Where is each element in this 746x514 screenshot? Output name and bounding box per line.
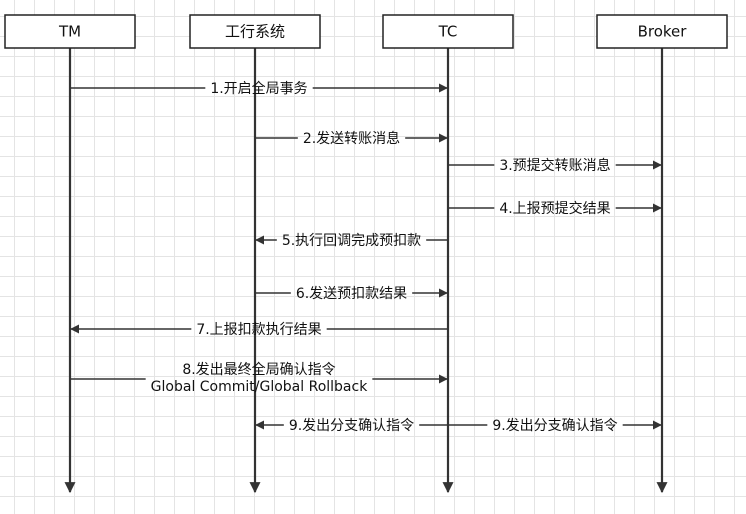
- message-3: 3.预提交转账消息: [448, 157, 662, 174]
- message-label: 7.上报扣款执行结果: [196, 322, 321, 338]
- participants: TM 工行系统 TC Broker: [4, 14, 728, 49]
- message-1: 1.开启全局事务: [70, 80, 448, 97]
- participant-label: TM: [58, 23, 81, 41]
- participant-tc[interactable]: TC: [382, 14, 514, 49]
- lifelines: [64, 48, 668, 494]
- messages: 1.开启全局事务 2.发送转账消息 3.预提交转账消息 4.上报预提交结果 5.执行回调…: [70, 80, 662, 434]
- message-label: 6.发送预扣款结果: [296, 286, 407, 302]
- message-label: 1.开启全局事务: [210, 80, 307, 97]
- message-10: 9.发出分支确认指令: [448, 418, 662, 434]
- participant-label: 工行系统: [225, 23, 285, 41]
- participant-box: [596, 14, 728, 49]
- message-sublabel: Global Commit/Global Rollback: [151, 379, 369, 395]
- participant-box: [4, 14, 136, 49]
- participant-broker[interactable]: Broker: [596, 14, 728, 49]
- participant-tm[interactable]: TM: [4, 14, 136, 49]
- message-9: 9.发出分支确认指令: [255, 418, 448, 434]
- message-label: 9.发出分支确认指令: [289, 418, 414, 434]
- participant-label: TC: [438, 23, 458, 41]
- participant-icbc[interactable]: 工行系统: [189, 14, 321, 49]
- message-7: 7.上报扣款执行结果: [70, 322, 448, 338]
- message-4: 4.上报预提交结果: [448, 200, 662, 217]
- message-label: 9.发出分支确认指令: [492, 418, 617, 434]
- message-label: 8.发出最终全局确认指令: [182, 361, 335, 378]
- message-label: 3.预提交转账消息: [499, 157, 610, 174]
- message-6: 6.发送预扣款结果: [255, 286, 448, 302]
- message-2: 2.发送转账消息: [255, 130, 448, 147]
- message-label: 4.上报预提交结果: [499, 200, 610, 217]
- message-label: 2.发送转账消息: [303, 130, 400, 147]
- participant-box: [189, 14, 321, 49]
- message-5: 5.执行回调完成预扣款: [255, 233, 448, 249]
- participant-box: [382, 14, 514, 49]
- participant-label: Broker: [638, 23, 688, 41]
- message-label: 5.执行回调完成预扣款: [282, 233, 421, 249]
